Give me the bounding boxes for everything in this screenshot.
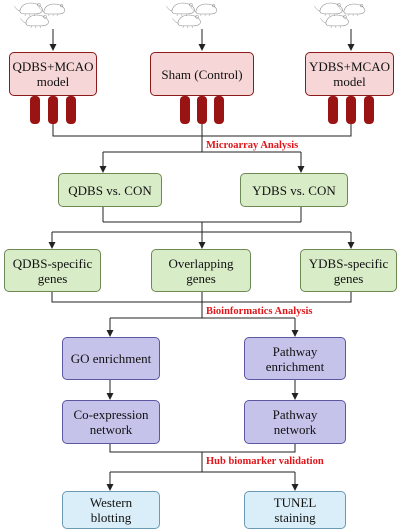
tunel-staining-box: TUNEL staining [244, 491, 346, 529]
pathway-network-label: Pathway network [272, 407, 318, 437]
coexpression-network-label: Co-expression network [73, 407, 149, 437]
sham-control-box: Sham (Control) [150, 52, 254, 96]
qdbs-mcao-model-box: QDBS+MCAO model [9, 52, 97, 96]
mice-illustration-right [314, 2, 366, 29]
sham-control-label: Sham (Control) [161, 66, 243, 82]
ydbs-specific-genes-box: YDBS-specific genes [300, 249, 397, 292]
stage-microarray-analysis: Microarray Analysis [206, 140, 299, 151]
pathway-network-box: Pathway network [244, 400, 346, 444]
qdbs-vs-con-box: QDBS vs. CON [58, 173, 162, 207]
mice-illustration-left [14, 2, 66, 29]
ydbs-specific-genes-label: YDBS-specific genes [308, 255, 389, 286]
ydbs-vs-con-label: YDBS vs. CON [252, 182, 336, 198]
qdbs-vs-con-label: QDBS vs. CON [68, 182, 152, 198]
stage-bioinformatics-analysis: Bioinformatics Analysis [206, 306, 313, 317]
pathway-enrichment-box: Pathway enrichment [244, 337, 346, 380]
coexpression-network-box: Co-expression network [62, 400, 160, 444]
pathway-enrichment-label: Pathway enrichment [265, 343, 325, 374]
overlapping-genes-box: Overlapping genes [151, 249, 251, 292]
qdbs-specific-genes-box: QDBS-specific genes [4, 249, 101, 292]
qdbs-mcao-model-label: QDBS+MCAO model [12, 59, 94, 89]
sample-tubes-right [328, 96, 374, 124]
go-enrichment-box: GO enrichment [62, 337, 160, 380]
ydbs-vs-con-box: YDBS vs. CON [240, 173, 348, 207]
ydbs-mcao-model-box: YDBS+MCAO model [305, 52, 394, 96]
western-blotting-box: Western blotting [62, 491, 160, 529]
qdbs-specific-genes-label: QDBS-specific genes [12, 255, 93, 286]
stage-hub-biomarker-validation: Hub biomarker validation [206, 456, 324, 467]
ydbs-mcao-model-label: YDBS+MCAO model [308, 59, 390, 89]
sample-tubes-left [30, 96, 76, 124]
sample-tubes-center [180, 96, 224, 124]
overlapping-genes-label: Overlapping genes [168, 255, 234, 286]
western-blotting-label: Western blotting [89, 495, 133, 525]
tunel-staining-label: TUNEL staining [273, 495, 317, 525]
mice-illustration-center [166, 2, 218, 29]
go-enrichment-label: GO enrichment [70, 351, 152, 366]
